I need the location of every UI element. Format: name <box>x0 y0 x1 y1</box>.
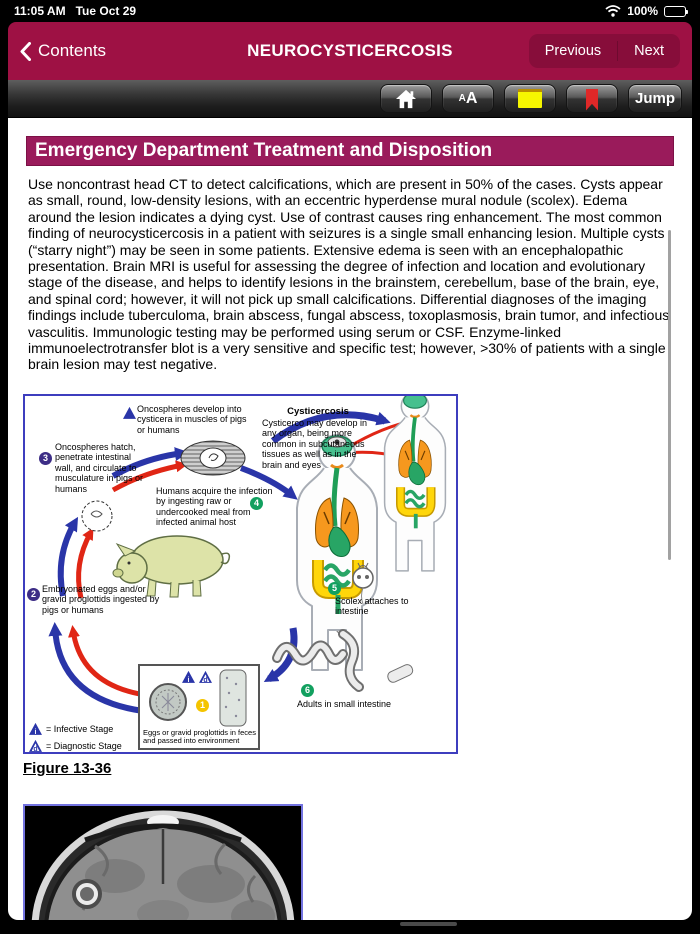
back-label: Contents <box>38 41 107 60</box>
eggs-proglottids-box: i d 1 Eggs or gravid proglottids in fece… <box>138 663 260 750</box>
legend-infective: i = Infective Stage <box>29 722 114 735</box>
lifecycle-figure-image[interactable]: Oncospheres develop into cysticera in mu… <box>23 393 458 754</box>
note-icon <box>517 89 542 108</box>
wifi-icon <box>605 5 621 17</box>
figure-label-oncospheres-hatch: Oncospheres hatch, penetrate intestinal … <box>55 441 144 494</box>
home-button[interactable] <box>379 84 432 113</box>
home-indicator[interactable] <box>400 922 457 926</box>
figure-step-6: 6 <box>301 683 314 697</box>
legend-diagnostic-label: = Diagnostic Stage <box>46 740 122 751</box>
figure-step-3: 3 <box>39 451 52 465</box>
figure-label-adults: Adults in small intestine <box>297 698 392 709</box>
font-size-small-a: A <box>458 93 466 104</box>
brain-mri-image[interactable] <box>23 803 303 920</box>
brain-mri-artwork <box>25 805 301 920</box>
figure-step-1: 1 <box>196 698 209 712</box>
battery-icon <box>664 5 688 17</box>
next-button[interactable]: Next <box>634 43 664 59</box>
content-panel: Emergency Department Treatment and Dispo… <box>8 118 692 920</box>
notes-button[interactable] <box>503 84 556 113</box>
figure-label-cysticercosis-title: Cysticercosis <box>287 405 349 417</box>
section-title: Emergency Department Treatment and Dispo… <box>35 140 493 161</box>
eggs-box-caption: Eggs or gravid proglottids in feces and … <box>143 727 256 746</box>
body-paragraph: Use noncontrast head CT to detect calcif… <box>28 176 670 373</box>
jump-button[interactable]: Jump <box>627 84 682 113</box>
status-date: Tue Oct 29 <box>75 4 137 18</box>
navigation-bar: Contents NEUROCYSTICERCOSIS Previous Nex… <box>8 22 692 80</box>
prev-next-divider <box>617 41 619 61</box>
app-window: Contents NEUROCYSTICERCOSIS Previous Nex… <box>8 22 692 920</box>
previous-button[interactable]: Previous <box>544 43 602 59</box>
figure-label-embryonated: Embryonated eggs and/or gravid proglotti… <box>42 583 160 615</box>
font-size-large-a: A <box>465 89 478 107</box>
jump-label: Jump <box>634 90 675 107</box>
figure-label-scolex: Scolex attaches to intestine <box>335 595 409 617</box>
home-icon <box>395 89 416 108</box>
figure-step-4: 4 <box>250 496 263 510</box>
figure-label-oncospheres-develop: Oncospheres develop into cysticera in mu… <box>137 403 247 435</box>
legend-infective-label: = Infective Stage <box>46 723 114 734</box>
figure-label-humans-acquire: Humans acquire the infection by ingestin… <box>156 485 273 528</box>
section-header: Emergency Department Treatment and Dispo… <box>26 136 674 166</box>
figure-step-2: 2 <box>27 587 40 601</box>
page-title: NEUROCYSTICERCOSIS <box>247 41 453 60</box>
egg-proglottid-artwork <box>149 669 247 727</box>
scrollbar[interactable] <box>668 230 671 560</box>
legend-diagnostic: d = Diagnostic Stage <box>29 739 122 752</box>
figure-label-cysticercosis-body: Cysticerco may develop in any organ, bei… <box>262 417 368 470</box>
figure-caption-link[interactable]: Figure 13-36 <box>23 759 112 777</box>
chevron-left-icon <box>20 41 31 61</box>
prev-next-control: Previous Next <box>528 34 680 68</box>
lifecycle-figure-artwork <box>48 396 456 714</box>
diagnostic-stage-icon: d <box>29 739 42 752</box>
bookmark-icon <box>585 88 598 111</box>
bookmark-button[interactable] <box>565 84 618 113</box>
figure-step-5: 5 <box>328 581 341 595</box>
infective-stage-icon: i <box>29 722 42 735</box>
status-bar: 11:05 AM Tue Oct 29 100% <box>0 0 700 22</box>
status-time: 11:05 AM <box>14 4 66 18</box>
battery-percent: 100% <box>627 4 658 18</box>
back-to-contents-button[interactable]: Contents <box>20 41 106 61</box>
